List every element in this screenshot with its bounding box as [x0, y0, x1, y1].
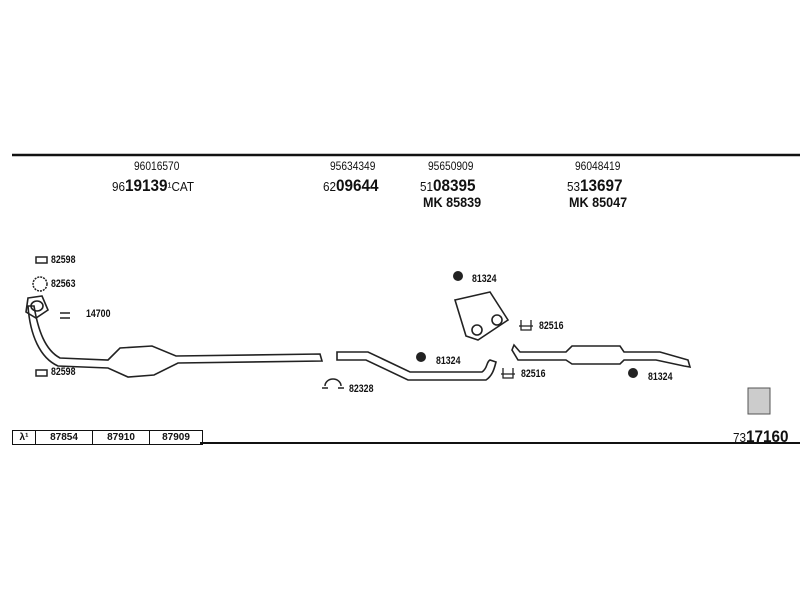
middle-pipe — [336, 351, 497, 381]
front-pipe-catalyst — [25, 295, 324, 378]
part-number: 9619139¹CAT — [112, 177, 194, 194]
ring-icon — [32, 276, 48, 292]
part-prefix: 62 — [323, 179, 337, 194]
callout-label: 81324 — [648, 371, 673, 383]
part-number: 5108395 — [420, 177, 476, 194]
diagram-logo-icon — [747, 387, 771, 415]
callout-label: 81324 — [436, 355, 461, 367]
bracket-icon — [501, 368, 515, 379]
callout-label: 81324 — [472, 273, 497, 285]
part-number: 6209644 — [323, 177, 379, 194]
clamp-icon — [35, 369, 48, 377]
callout-label: 82328 — [349, 383, 374, 395]
part-prefix: 96 — [112, 179, 126, 194]
part-prefix: 53 — [567, 179, 581, 194]
u-clamp-icon — [322, 378, 344, 389]
oe-number: 96048419 — [575, 159, 621, 173]
callout-label: 14700 — [86, 308, 111, 320]
oe-number: 95634349 — [330, 159, 376, 173]
bracket-icon — [519, 320, 533, 331]
lambda-part: 87909 — [149, 431, 202, 444]
part-main: 09644 — [336, 176, 379, 195]
callout-label: 82563 — [51, 278, 76, 290]
center-muffler — [453, 291, 510, 341]
callout-label: 82516 — [521, 368, 546, 380]
lambda-part: 87910 — [92, 431, 149, 444]
rear-silencer — [511, 343, 692, 368]
callout-label: 82598 — [51, 254, 76, 266]
part-main: 13697 — [580, 176, 623, 195]
lambda-symbol: λ¹ — [19, 432, 29, 443]
part-number: 5313697 — [567, 177, 623, 194]
lambda-sensor-table: λ¹ 87854 87910 87909 — [12, 430, 203, 445]
callout-label: 82516 — [539, 320, 564, 332]
clamp-icon — [35, 256, 48, 264]
oe-number: 96016570 — [134, 159, 180, 173]
diagram-number-prefix: 73 — [733, 430, 747, 445]
callout-label: 82598 — [51, 366, 76, 378]
part-suffix: ¹CAT — [167, 179, 195, 194]
lambda-part: 87854 — [35, 431, 92, 444]
rubber-mount-icon — [416, 352, 426, 362]
diagram-number-main: 17160 — [746, 427, 789, 446]
mounting-kit: MK 85839 — [423, 194, 482, 210]
oe-number: 95650909 — [428, 159, 474, 173]
part-prefix: 51 — [420, 179, 434, 194]
diagram-number: 7317160 — [733, 428, 789, 445]
part-main: 19139 — [125, 176, 168, 195]
bolt-kit-icon — [60, 312, 70, 319]
mounting-kit: MK 85047 — [569, 194, 628, 210]
rubber-mount-icon — [628, 368, 638, 378]
rubber-mount-icon — [453, 271, 463, 281]
part-main: 08395 — [433, 176, 476, 195]
